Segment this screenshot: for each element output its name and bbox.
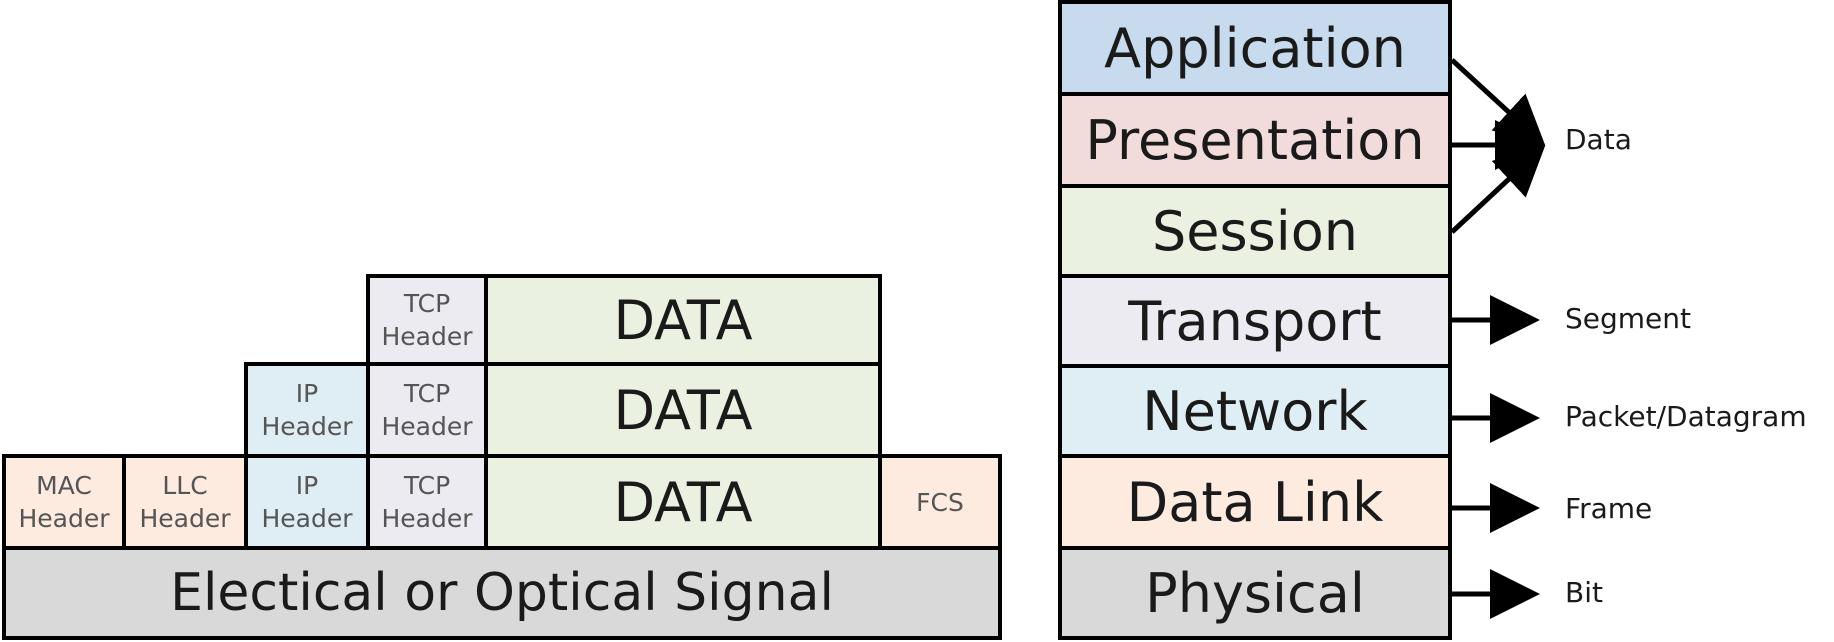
datalink-llc-header: LLC Header bbox=[122, 454, 248, 550]
pdu-label-packet: Packet/Datagram bbox=[1565, 400, 1807, 433]
pdu-label-bit: Bit bbox=[1565, 576, 1603, 609]
arrow-application-to-data bbox=[1450, 58, 1546, 146]
physical-signal: Electical or Optical Signal bbox=[2, 546, 1002, 640]
layer-application: Application bbox=[1058, 0, 1452, 96]
transport-tcp-header: TCP Header bbox=[366, 274, 488, 366]
transport-data: DATA bbox=[484, 274, 882, 366]
pdu-label-data: Data bbox=[1565, 123, 1632, 156]
layer-session: Session bbox=[1058, 184, 1452, 278]
layer-transport: Transport bbox=[1058, 274, 1452, 368]
datalink-ip-header: IP Header bbox=[244, 454, 370, 550]
pdu-label-frame: Frame bbox=[1565, 492, 1653, 525]
layer-physical: Physical bbox=[1058, 546, 1452, 640]
arrow-session-to-data bbox=[1450, 145, 1546, 234]
datalink-mac-header: MAC Header bbox=[2, 454, 126, 550]
datalink-fcs-divider bbox=[878, 454, 1002, 550]
pdu-label-segment: Segment bbox=[1565, 302, 1691, 335]
